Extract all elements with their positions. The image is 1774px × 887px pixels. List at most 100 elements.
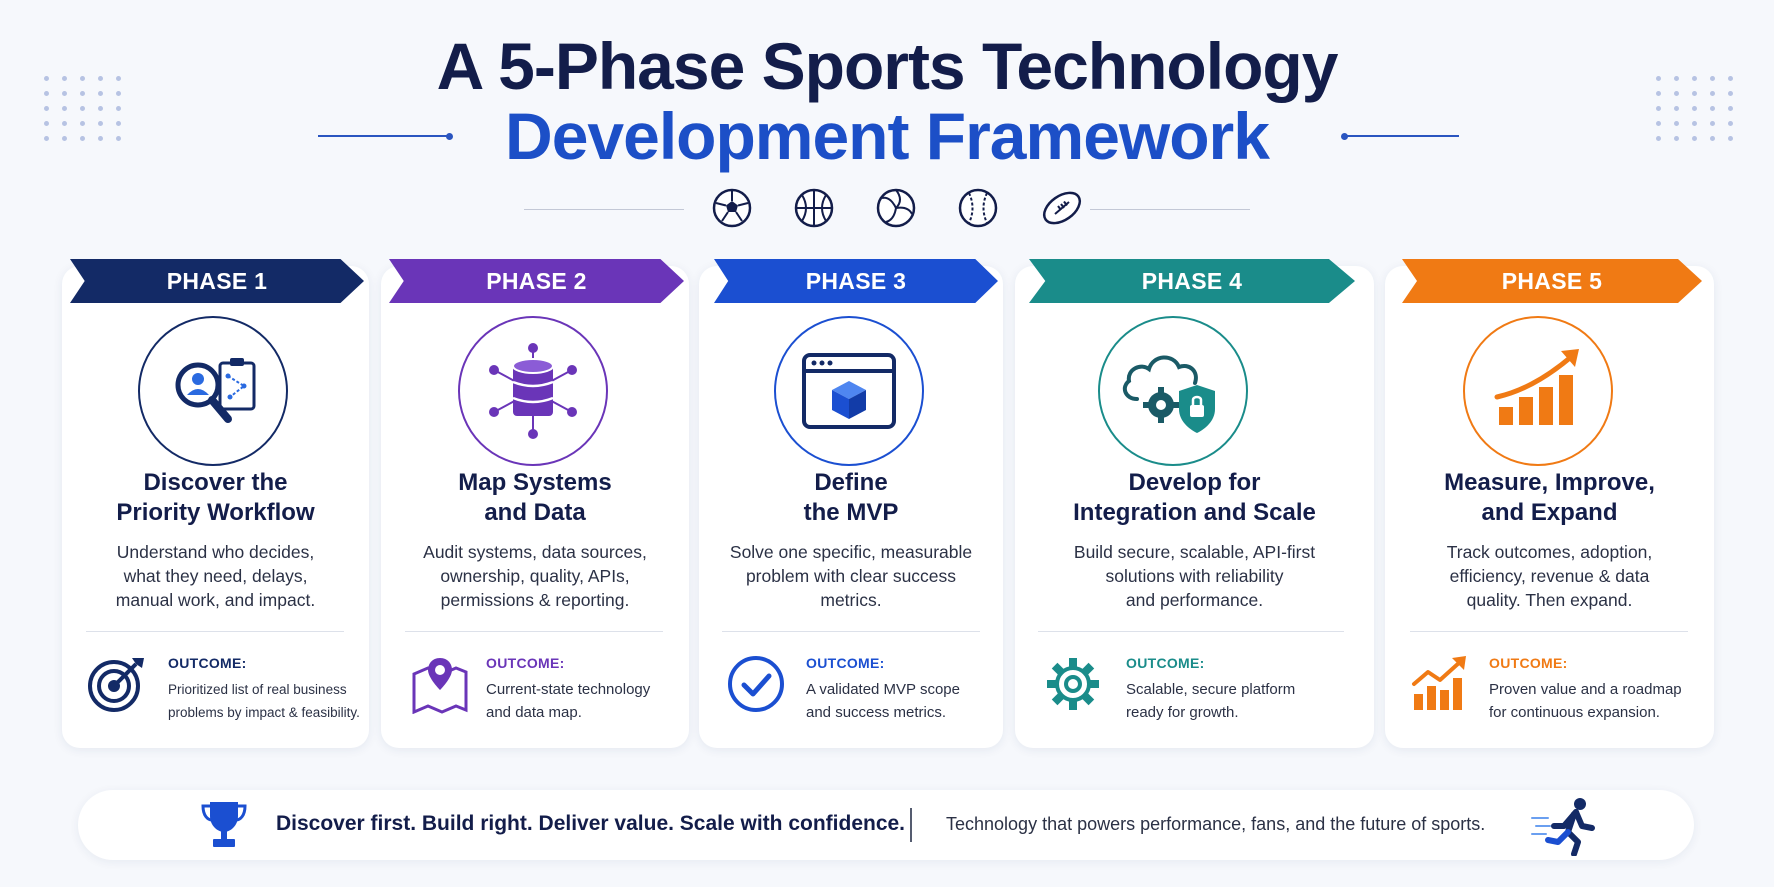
phase-5-title-line1: Measure, Improve, — [1444, 469, 1655, 496]
title-rule-left — [318, 132, 453, 140]
gear-icon — [1047, 658, 1099, 710]
phase-4-outcome-text: Scalable, secure platform ready for grow… — [1126, 678, 1295, 724]
check-circle-icon — [728, 656, 784, 712]
phase-2-banner: PHASE 2 — [389, 259, 684, 303]
phase-3-desc-line1: Solve one specific, measurable — [729, 542, 973, 562]
phase-3-outcome-text: A validated MVP scope and success metric… — [806, 678, 960, 724]
runner-icon — [1531, 798, 1595, 856]
phase-1-desc-line1: Understand who decides, — [116, 542, 315, 562]
phase-1-outcome-label: OUTCOME: — [168, 655, 247, 671]
footer-bar — [78, 790, 1694, 860]
phase-5-outcome-line2: for continuous expansion. — [1489, 704, 1660, 721]
phase-5-desc-line3: quality. Then expand. — [1466, 590, 1633, 610]
phase-3-title: Define the MVP — [699, 468, 1003, 528]
phase-4-banner: PHASE 4 — [1029, 259, 1355, 303]
dot-grid-left-decoration — [44, 76, 124, 141]
phase-2-icon-circle — [458, 316, 608, 466]
phase-4-description: Build secure, scalable, API-first soluti… — [1015, 540, 1374, 612]
phase-2-desc-line3: permissions & reporting. — [440, 590, 630, 610]
phase-1-outcome-line1: Prioritized list of real business — [168, 682, 347, 697]
phase-2-outcome-line1: Current-state technology — [486, 681, 651, 698]
phase-2-desc-line2: ownership, quality, APIs, — [440, 566, 630, 586]
page-title-line1: A 5-Phase Sports Technology — [436, 29, 1339, 103]
phase-5-outcome-label: OUTCOME: — [1489, 655, 1568, 671]
phase-4-label: PHASE 4 — [1141, 267, 1243, 294]
phase-3-description: Solve one specific, measurable problem w… — [699, 540, 1003, 612]
phase-1-outcome-line2: problems by impact & feasibility. — [168, 705, 360, 720]
phase-2-title: Map Systems and Data — [381, 468, 689, 528]
phase-3-desc-line2: problem with clear success — [745, 566, 957, 586]
phase-3-banner: PHASE 3 — [714, 259, 998, 303]
sports-rule-right — [1090, 209, 1250, 210]
phase-2-label: PHASE 2 — [486, 267, 587, 294]
footer-tagline: Discover first. Build right. Deliver val… — [276, 812, 906, 835]
phase-3-outcome-line1: A validated MVP scope — [806, 681, 960, 698]
phase-2-desc-line1: Audit systems, data sources, — [423, 542, 647, 562]
phase-5-title: Measure, Improve, and Expand — [1385, 468, 1714, 528]
phase-3-icon-circle — [774, 316, 924, 466]
page-title-line2: Development Framework — [505, 99, 1270, 173]
phase-1-title-line1: Discover the — [143, 469, 288, 496]
phase-5-outcome-text: Proven value and a roadmap for continuou… — [1489, 678, 1682, 724]
database-network-icon — [489, 343, 577, 439]
trophy-icon — [201, 802, 247, 847]
phase-1-outcome-text: Prioritized list of real business proble… — [168, 678, 360, 724]
phase-3-outcome-label: OUTCOME: — [806, 655, 885, 671]
phase-4-desc-line1: Build secure, scalable, API-first — [1073, 542, 1316, 562]
volleyball-icon — [876, 188, 916, 228]
phase-4-outcome-line1: Scalable, secure platform — [1126, 681, 1296, 698]
phase-1-description: Understand who decides, what they need, … — [62, 540, 369, 612]
phase-4-title: Develop for Integration and Scale — [1015, 468, 1374, 528]
phase-3-title-line2: the MVP — [803, 499, 899, 526]
phase-1-divider — [86, 631, 344, 632]
footer-subline: Technology that powers performance, fans… — [946, 814, 1486, 834]
footer-separator — [910, 808, 912, 842]
phase-4-desc-line2: solutions with reliability — [1105, 566, 1284, 586]
phase-2-outcome-line2: and data map. — [486, 704, 582, 721]
baseball-icon — [958, 188, 998, 228]
phase-4-title-line1: Develop for — [1128, 469, 1261, 496]
football-icon — [1042, 191, 1082, 225]
phase-1-banner: PHASE 1 — [70, 259, 364, 303]
map-pin-icon — [412, 658, 468, 714]
phase-2-outcome-label: OUTCOME: — [486, 655, 565, 671]
phase-2-outcome-text: Current-state technology and data map. — [486, 678, 650, 724]
title-rule-right — [1341, 132, 1459, 140]
phase-5-icon-circle — [1463, 316, 1613, 466]
phase-2-divider — [405, 631, 663, 632]
dot-grid-right-decoration — [1656, 76, 1736, 141]
phase-5-label: PHASE 5 — [1501, 267, 1603, 294]
sports-rule-left — [524, 209, 684, 210]
phase-3-title-line1: Define — [814, 469, 888, 496]
cloud-gear-lock-icon — [1122, 355, 1215, 433]
phase-3-divider — [722, 631, 980, 632]
phase-4-outcome-line2: ready for growth. — [1126, 704, 1239, 721]
phase-4-outcome-label: OUTCOME: — [1126, 655, 1205, 671]
browser-cube-icon — [802, 353, 896, 429]
phase-1-desc-line2: what they need, delays, — [123, 566, 308, 586]
phase-3-label: PHASE 3 — [805, 267, 907, 294]
phase-5-title-line2: and Expand — [1481, 499, 1618, 526]
phase-5-divider — [1410, 631, 1688, 632]
search-user-clipboard-icon — [175, 358, 256, 423]
phase-4-desc-line3: and performance. — [1125, 590, 1264, 610]
target-icon — [88, 658, 144, 712]
phase-3-outcome-line2: and success metrics. — [806, 704, 947, 721]
phase-2-title-line2: and Data — [484, 499, 586, 526]
phase-5-banner: PHASE 5 — [1402, 259, 1702, 303]
phase-1-desc-line3: manual work, and impact. — [115, 590, 316, 610]
growth-chart-icon — [1494, 349, 1579, 425]
phase-1-label: PHASE 1 — [166, 267, 268, 294]
phase-2-title-line1: Map Systems — [458, 469, 612, 496]
phase-1-icon-circle — [138, 316, 288, 466]
basketball-icon — [794, 188, 834, 228]
phase-5-outcome-line1: Proven value and a roadmap — [1489, 681, 1682, 698]
phase-5-desc-line2: efficiency, revenue & data — [1449, 566, 1650, 586]
phase-5-desc-line1: Track outcomes, adoption, — [1446, 542, 1653, 562]
soccer-ball-icon — [712, 188, 752, 228]
phase-4-title-line2: Integration and Scale — [1073, 499, 1316, 526]
phase-1-title-line2: Priority Workflow — [116, 499, 315, 526]
phase-2-description: Audit systems, data sources, ownership, … — [381, 540, 689, 612]
phase-5-description: Track outcomes, adoption, efficiency, re… — [1385, 540, 1714, 612]
phase-4-divider — [1038, 631, 1344, 632]
